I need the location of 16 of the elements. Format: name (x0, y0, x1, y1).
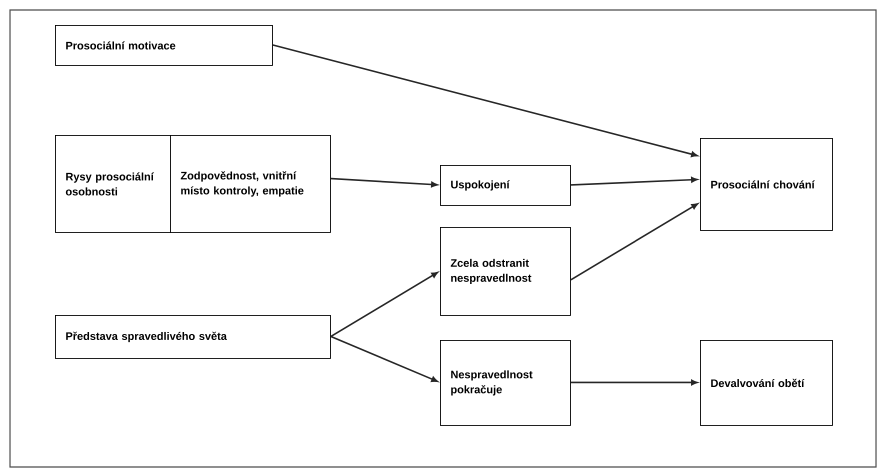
text-box: Rysy prosociální osobnosti (55, 134, 171, 233)
text-box: Zcela odstranit nespravedlnost (440, 226, 571, 316)
arrow (570, 176, 698, 186)
text-box: Uspokojení (440, 164, 571, 206)
text-box: Devalvování obětí (700, 340, 833, 426)
arrow (570, 380, 698, 386)
text-box: Prosociální chování (700, 138, 833, 231)
arrow (272, 44, 698, 158)
text-box: Představa spravedlivého světa (55, 314, 331, 359)
arrow (330, 336, 438, 382)
text-box: Zodpovědnost, vnitřní místo kontroly, empatie (170, 134, 331, 233)
text-box: Prosociální motivace (55, 24, 273, 66)
arrow (570, 203, 698, 280)
arrow (330, 272, 438, 338)
text-box: Nespravedlnost pokračuje (440, 340, 571, 426)
arrow (330, 178, 438, 188)
